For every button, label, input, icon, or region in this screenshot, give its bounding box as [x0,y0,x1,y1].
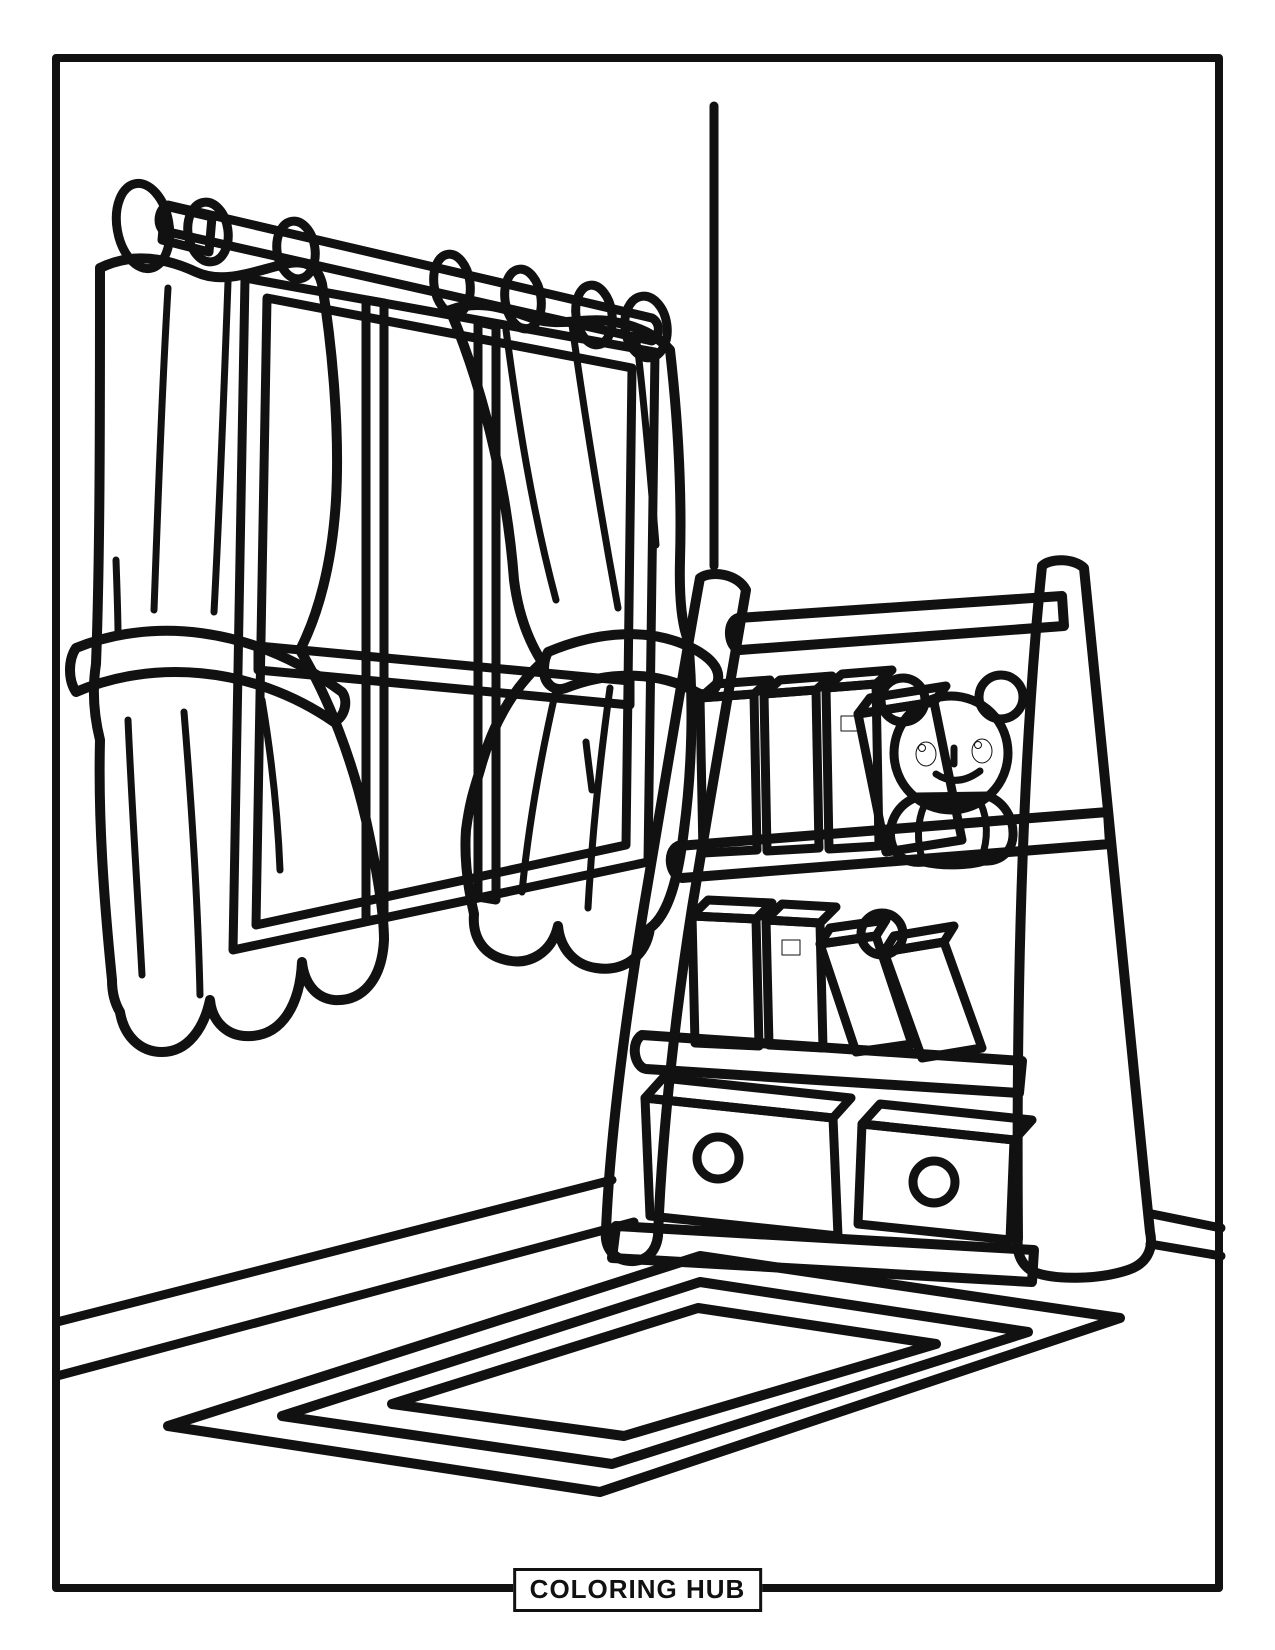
rug-middle-ring [277,1277,1033,1469]
book [821,679,884,854]
shelf-board-top [665,807,1115,883]
rod-finial-icon [111,178,175,274]
book [695,689,762,858]
rod-ring-icon [429,249,475,319]
rod-ring-icon [571,280,617,350]
curtain-rod [111,178,672,363]
rug-outer-ring [163,1251,1125,1497]
book [687,911,764,1051]
bear-arm-line [977,800,990,860]
bear-smile [932,767,984,784]
rod-finial-neck [157,201,217,257]
baseboard-left [52,1175,639,1381]
rod-ring-icon [620,291,672,363]
curtain-right-folds [502,326,560,604]
bear-eye-highlight [974,741,982,749]
book [759,685,824,856]
rod-ring-icon [500,264,546,334]
curtain-right [445,299,724,974]
rod-ring-icon [183,197,233,267]
rod-ring-icon [272,216,320,284]
drawers [640,1073,1037,1245]
bear-arm-line [915,802,928,862]
baseboard-right [1145,1209,1226,1261]
curtain-left-folds [150,284,172,614]
shelf-top-rail [725,591,1069,655]
shelf-leg-left [600,569,751,1267]
book-leaning [853,697,967,857]
bear-neck-line [916,791,990,807]
bear-eye-highlight [918,744,926,752]
drawer-front [853,1119,1019,1245]
window-mullion-2 [473,317,501,905]
rug [163,1251,1125,1497]
window-midbar [253,641,635,710]
book [761,915,828,1053]
books-middle-shelf [687,895,987,1063]
curtain-left [65,253,389,1057]
drawer-knob [908,1156,960,1208]
curtain-right-tieback [539,629,724,700]
teddy-bear [876,670,1028,870]
bear-head [889,691,1013,815]
shelf-leg-right [1012,555,1156,1283]
curtain-left-tieback [65,625,351,727]
book-leaning [815,931,917,1057]
shelf-board-middle [629,1030,1027,1098]
book-leaning [879,937,987,1063]
brand-label: COLORING HUB [529,1574,746,1604]
bookshelf [600,555,1156,1287]
brand-badge: COLORING HUB [512,1568,763,1612]
rug-inner-ring [387,1303,941,1441]
bear-body [885,791,1018,870]
books-top-shelf [695,665,967,858]
book-label [781,939,801,956]
bear-eye [971,738,993,764]
drawer-knob [692,1132,744,1184]
bear-eye [915,741,937,767]
